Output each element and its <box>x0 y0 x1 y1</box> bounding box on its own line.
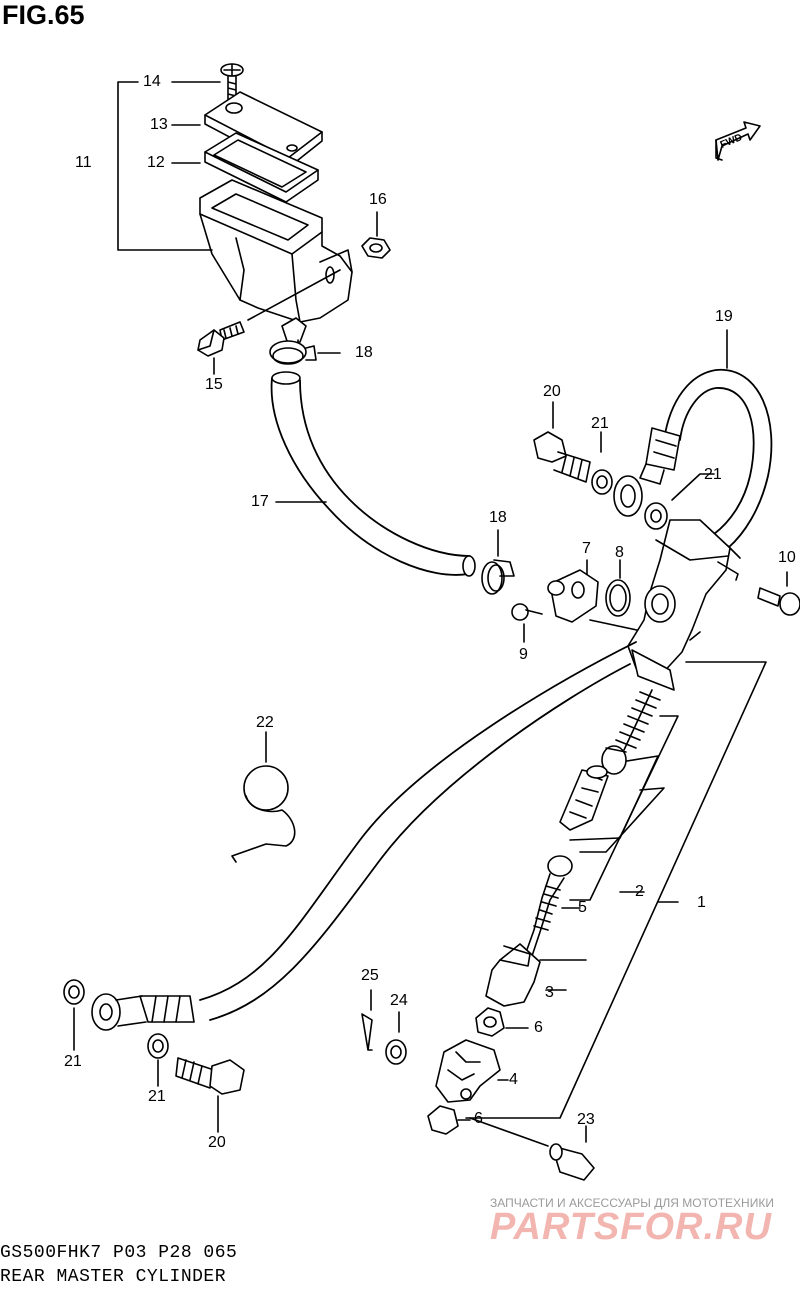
callout-7: 7 <box>582 540 591 557</box>
callout-21-d: 21 <box>148 1088 166 1105</box>
callout-8: 8 <box>615 544 624 561</box>
reservoir-body <box>199 179 353 323</box>
callout-11: 11 <box>75 154 92 171</box>
clamp-18-top <box>269 340 317 365</box>
bracket-1 <box>465 661 767 1119</box>
callout-10: 10 <box>778 549 796 566</box>
callout-18-mid: 18 <box>489 509 507 526</box>
washer-21-b <box>644 502 668 530</box>
screw-9 <box>511 603 543 621</box>
callout-18-top: 18 <box>355 344 373 361</box>
push-rod-5 <box>523 855 573 963</box>
pin-23 <box>549 1143 595 1181</box>
clevis-4 <box>435 1039 501 1103</box>
figure-title: FIG.65 <box>2 0 85 30</box>
callout-20-lower: 20 <box>208 1134 226 1151</box>
clamp-18-mid <box>481 559 515 595</box>
primary-cup <box>601 745 627 775</box>
washer-21-a <box>591 469 613 495</box>
fwd-arrow-shape <box>715 121 761 161</box>
figure-code: GS500FHK7 P03 P28 065 <box>0 1243 238 1263</box>
spring <box>615 689 661 751</box>
connector-7 <box>547 569 599 623</box>
piston <box>559 765 609 831</box>
callout-3: 3 <box>545 984 554 1001</box>
hose-17 <box>270 371 476 577</box>
boot-3 <box>485 943 541 1007</box>
brake-hose-19 <box>613 369 773 559</box>
watermark-tagline: ЗАПЧАСТИ И АКСЕССУАРЫ ДЛЯ МОТОТЕХНИКИ <box>490 1196 774 1210</box>
bolt-15 <box>197 321 245 357</box>
callout-19: 19 <box>715 308 733 325</box>
callout-2: 2 <box>635 883 644 900</box>
bolt-20-lower <box>175 1057 245 1095</box>
callout-9: 9 <box>519 646 528 663</box>
washer-21-d <box>147 1033 169 1059</box>
o-ring-8 <box>605 579 631 617</box>
callout-6-lower: 6 <box>474 1110 483 1127</box>
figure-name: REAR MASTER CYLINDER <box>0 1267 227 1287</box>
callout-1: 1 <box>697 894 706 911</box>
bolt-10 <box>757 587 800 616</box>
callout-6-upper: 6 <box>534 1019 543 1036</box>
bolt-20-top <box>533 431 591 483</box>
washer-24 <box>385 1039 407 1065</box>
screw-14 <box>220 63 244 101</box>
callout-14: 14 <box>143 73 161 90</box>
callout-5: 5 <box>578 899 587 916</box>
callout-25: 25 <box>361 967 379 984</box>
callout-21-a: 21 <box>591 415 609 432</box>
callout-4: 4 <box>509 1071 518 1088</box>
cotter-pin-25 <box>361 1013 373 1051</box>
nut-16 <box>361 237 391 259</box>
lower-brake-hose <box>91 641 637 1031</box>
callout-21-b: 21 <box>704 466 722 483</box>
nut-6-lower <box>427 1105 459 1135</box>
washer-21-c <box>63 979 85 1005</box>
callout-20-top: 20 <box>543 383 561 400</box>
master-cylinder-body <box>627 519 739 691</box>
callout-21-c: 21 <box>64 1053 82 1070</box>
callout-22: 22 <box>256 714 274 731</box>
callout-16: 16 <box>369 191 387 208</box>
callout-13: 13 <box>150 116 168 133</box>
nut-6-upper <box>475 1007 505 1037</box>
callout-17: 17 <box>251 493 269 510</box>
callout-12: 12 <box>147 154 165 171</box>
callout-15: 15 <box>205 376 223 393</box>
callout-23: 23 <box>577 1111 595 1128</box>
callout-24: 24 <box>390 992 408 1009</box>
watermark-logo: PARTSFOR.RU <box>490 1206 772 1248</box>
bracket-11 <box>117 81 213 251</box>
clip-22 <box>231 765 296 863</box>
